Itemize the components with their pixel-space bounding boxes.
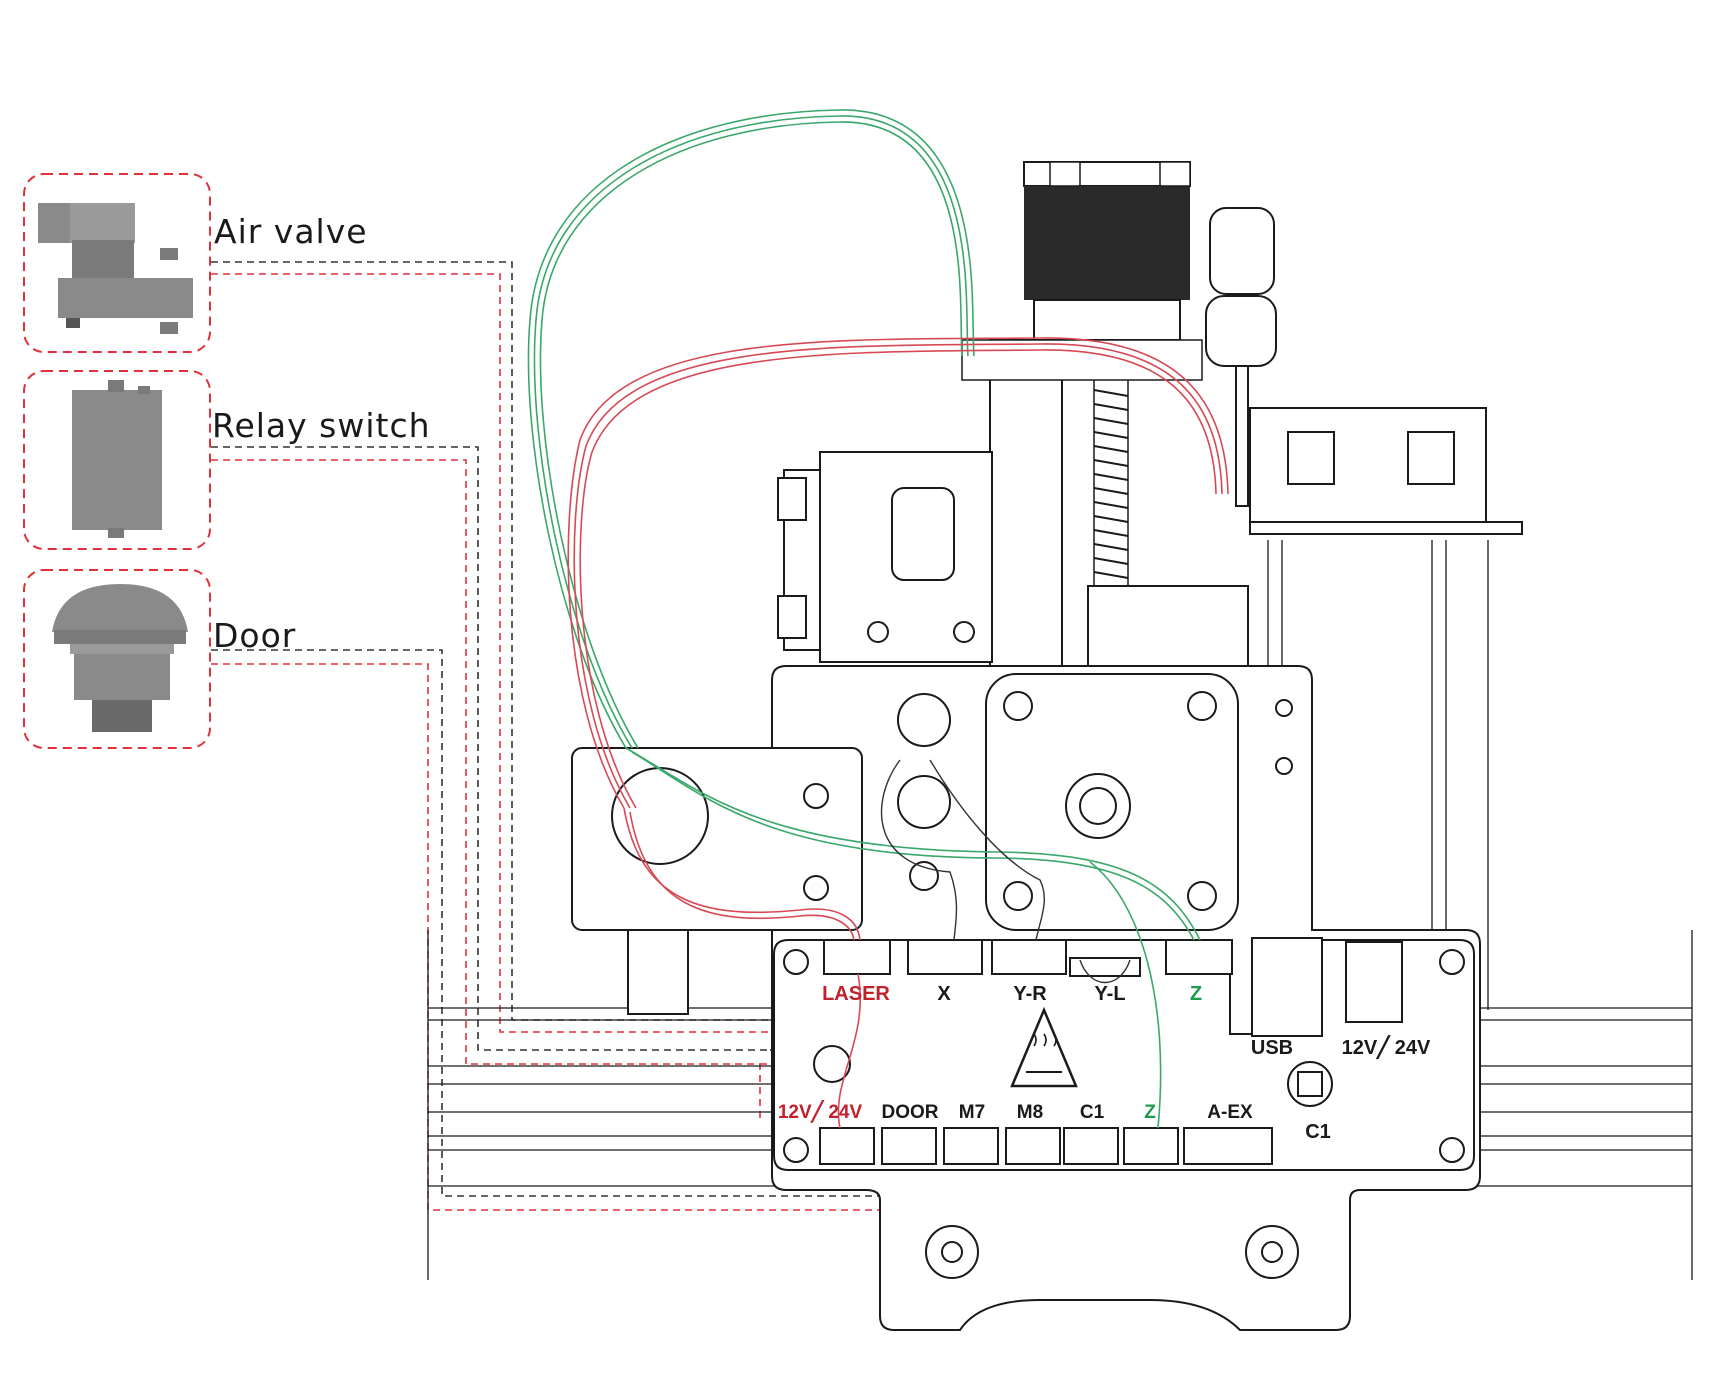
- stepper-motor-z: [1023, 161, 1191, 341]
- callout-relay-switch-label: Relay switch: [212, 406, 431, 445]
- lead-screw: [961, 339, 1249, 681]
- z-carriage: [777, 451, 993, 663]
- port-label-a-ex: A-EX: [1207, 1102, 1253, 1123]
- port-label-laser: LASER: [822, 983, 890, 1005]
- relay-switch-icon: [72, 380, 162, 538]
- label-usb: USB: [1251, 1037, 1293, 1059]
- port-label-z-bottom: Z: [1144, 1102, 1156, 1123]
- port-label-m7: M7: [959, 1102, 985, 1123]
- callout-air-valve-label: Air valve: [214, 212, 368, 251]
- bottom-connectors: [819, 1127, 1273, 1165]
- controller-board: [773, 937, 1475, 1171]
- port-label-m8: M8: [1017, 1102, 1043, 1123]
- callout-air-valve: Air valve: [23, 173, 368, 353]
- port-label-y-r: Y-R: [1013, 983, 1047, 1005]
- board-labels: LASER X Y-R Y-L Z USB 12V╱ 24V C1 12V╱ 2…: [778, 983, 1431, 1143]
- port-label-power-out: 12V╱ 24V: [778, 1100, 863, 1123]
- air-fitting: [1205, 207, 1277, 507]
- port-label-z-top: Z: [1190, 983, 1202, 1005]
- hot-surface-warning-icon: [1010, 1006, 1078, 1088]
- red-wire-bundle: [567, 337, 1229, 1129]
- usb-port: [1251, 937, 1323, 1037]
- port-label-c1: C1: [1080, 1102, 1105, 1123]
- port-label-door: DOOR: [882, 1102, 939, 1123]
- label-power-in: 12V╱ 24V: [1342, 1035, 1431, 1060]
- callout-door: Door: [23, 569, 296, 749]
- port-label-x: X: [937, 983, 951, 1005]
- door-switch-icon: [52, 584, 188, 732]
- power-jack: [1345, 941, 1403, 1023]
- label-c1-button: C1: [1305, 1121, 1331, 1143]
- c1-button[interactable]: [1287, 1061, 1333, 1107]
- fan-housing: [1249, 407, 1523, 535]
- laser-module: [571, 747, 863, 1015]
- port-label-y-l: Y-L: [1094, 983, 1125, 1005]
- air-valve-icon: [38, 203, 193, 334]
- top-connectors: [823, 939, 1233, 977]
- green-wire-bundle: [527, 109, 1201, 1129]
- black-wire-bundle: [880, 759, 1131, 984]
- callout-relay-switch: Relay switch: [23, 370, 431, 550]
- callout-door-label: Door: [213, 616, 296, 655]
